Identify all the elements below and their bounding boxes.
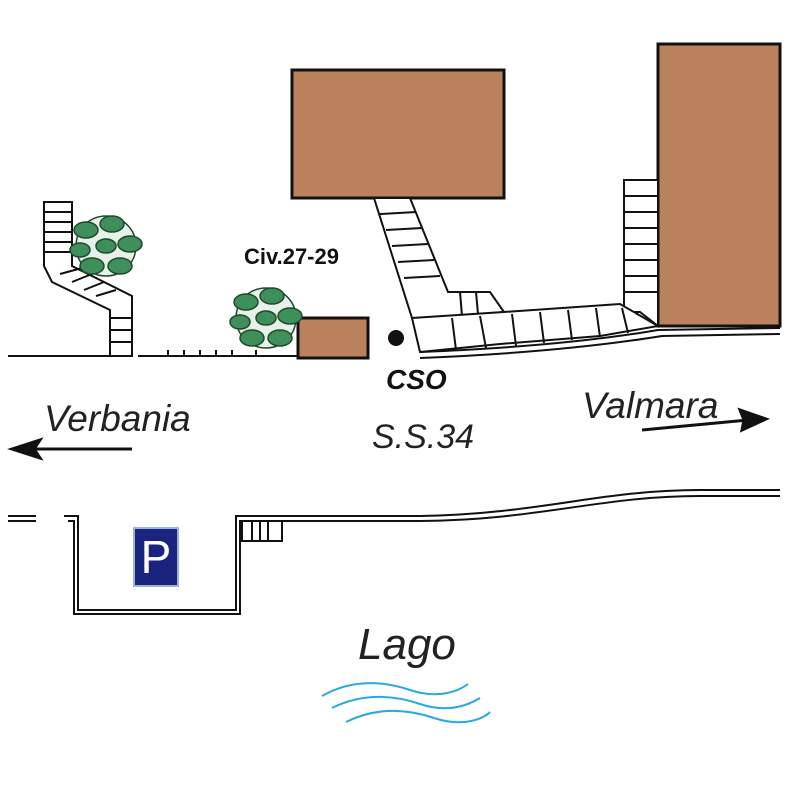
road-label: S.S.34 — [372, 418, 475, 456]
staircase-left — [43, 201, 133, 357]
road-edge-upper — [8, 327, 781, 359]
staircase-right — [410, 179, 661, 354]
tree-2 — [229, 287, 303, 349]
direction-left-label: Verbania — [44, 398, 191, 439]
staircase-center — [372, 197, 506, 319]
arrow-left — [7, 437, 132, 461]
arrow-right — [641, 407, 771, 433]
civic-number-label: Civ.27-29 — [244, 244, 339, 269]
location-marker — [388, 330, 404, 346]
building-top — [290, 68, 506, 200]
parking-sign: P — [133, 527, 179, 587]
water-waves — [321, 682, 491, 724]
road-edge-lower — [8, 489, 780, 615]
office-label: CSO — [386, 364, 447, 395]
lake-label: Lago — [358, 620, 456, 669]
building-entrance — [296, 316, 370, 360]
tree-1 — [69, 215, 143, 277]
fence — [167, 350, 257, 356]
direction-right-label: Valmara — [582, 385, 719, 426]
building-right — [656, 42, 782, 328]
